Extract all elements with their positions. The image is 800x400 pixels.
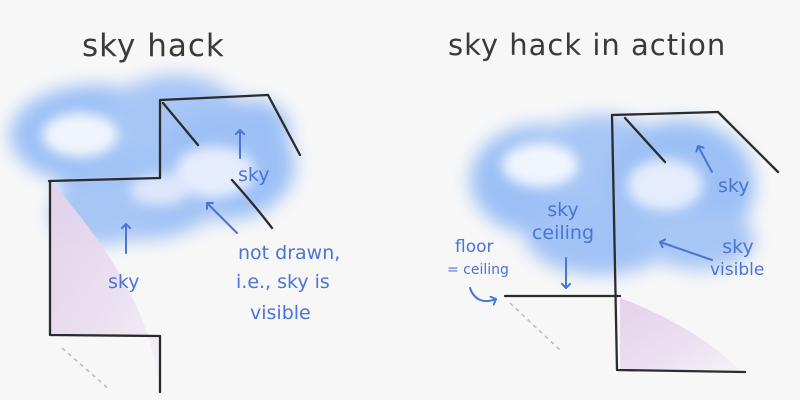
left-title: sky hack [82,28,225,64]
right-arrow-sky-visible [659,242,713,261]
right-sky-cloud [470,115,755,275]
right-label-floor-2: = ceiling [447,262,509,278]
right-arrow-sky [698,145,713,173]
right-title: sky hack in action [448,28,727,62]
left-label-not-drawn-3: visible [250,302,311,324]
left-label-not-drawn-2: i.e., sky is [236,271,330,293]
right-floor-hint [509,302,561,351]
left-label-not-drawn-1: not drawn, [238,242,341,264]
left-arrow-not-drawn [206,202,238,234]
left-lower-wall-fill [50,180,160,380]
left-floor-hint [61,347,111,391]
left-sky-diagram [10,75,302,394]
right-label-sky-ceiling-2: ceiling [531,222,595,244]
right-label-sky-visible-2: visible [710,260,765,280]
left-label-sky-lower: sky [108,271,140,293]
right-arrow-floor [469,287,497,301]
right-label-sky-visible-1: sky [722,236,754,258]
left-wall-outline [47,93,302,394]
right-label-sky: sky [718,175,750,197]
right-sky-diagram [469,110,780,374]
right-lower-wall-fill [620,298,740,370]
right-label-sky-ceiling-1: sky [547,199,579,221]
left-sky-cloud [10,75,295,245]
right-wall-outline [503,110,780,374]
right-label-floor-1: floor [455,237,494,257]
left-label-sky-upper: sky [238,164,270,186]
